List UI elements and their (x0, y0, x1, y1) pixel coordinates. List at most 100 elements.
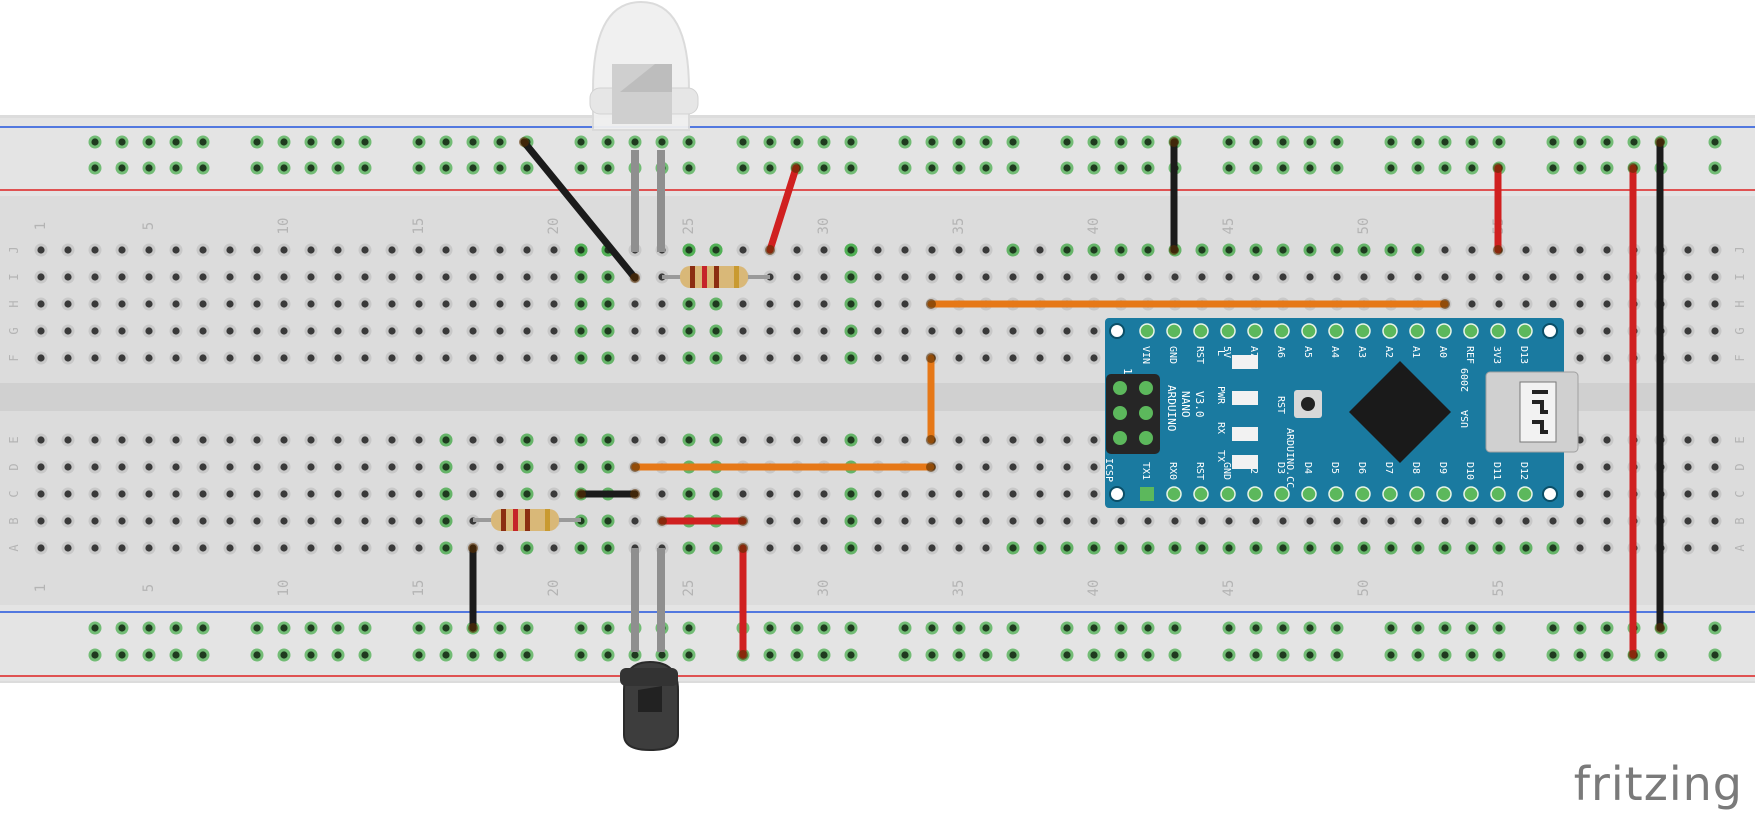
breadboard-hole (1303, 270, 1317, 284)
rail-hole (115, 621, 129, 635)
breadboard-hole (628, 324, 642, 338)
active-hole-center (604, 463, 612, 471)
breadboard-hole (1573, 541, 1587, 555)
row-label: B (7, 517, 21, 524)
breadboard-hole (1006, 433, 1020, 447)
breadboard-hole (412, 351, 426, 365)
active-hole-center (847, 436, 855, 444)
rail-hole (1222, 161, 1236, 175)
breadboard-hole (1681, 351, 1695, 365)
column-number: 5 (141, 584, 157, 592)
nano-pin (1193, 486, 1209, 502)
rail-hole (277, 648, 291, 662)
active-hole-center (847, 517, 855, 525)
active-hole-center (712, 246, 720, 254)
breadboard-hole (1492, 270, 1506, 284)
active-hole-center (1198, 246, 1206, 254)
breadboard-hole (169, 270, 183, 284)
rail-hole (898, 161, 912, 175)
breadboard-hole (250, 514, 264, 528)
breadboard-hole (871, 297, 885, 311)
nano-led (1232, 355, 1258, 369)
rail-hole (250, 621, 264, 635)
jumper-wires (468, 137, 1665, 660)
rail-hole (844, 621, 858, 635)
breadboard-hole (331, 541, 345, 555)
breadboard-hole (871, 541, 885, 555)
active-hole-center (847, 354, 855, 362)
rail-hole (1708, 621, 1722, 635)
rail-hole (574, 161, 588, 175)
breadboard-hole (898, 351, 912, 365)
rail-hole (1114, 161, 1128, 175)
rail-hole (601, 135, 615, 149)
column-number: 35 (951, 580, 967, 597)
row-label: E (7, 436, 21, 443)
breadboard-hole (277, 487, 291, 501)
breadboard-hole (979, 460, 993, 474)
rail-hole (1465, 161, 1479, 175)
active-hole-center (712, 354, 720, 362)
breadboard-hole (736, 433, 750, 447)
nano-pin (1220, 323, 1236, 339)
nano-pin (1355, 323, 1371, 339)
breadboard-hole (412, 243, 426, 257)
rail-hole (169, 135, 183, 149)
breadboard-hole (1087, 460, 1101, 474)
breadboard-hole (196, 351, 210, 365)
breadboard-hole (1573, 487, 1587, 501)
breadboard-hole (88, 460, 102, 474)
rail-hole (196, 161, 210, 175)
breadboard-hole (196, 460, 210, 474)
breadboard-hole (412, 270, 426, 284)
breadboard-hole (358, 460, 372, 474)
breadboard-hole (1546, 514, 1560, 528)
breadboard-hole (88, 297, 102, 311)
rail-hole (88, 621, 102, 635)
row-label: H (7, 300, 21, 307)
breadboard-hole (466, 243, 480, 257)
breadboard-hole (763, 297, 777, 311)
breadboard-hole (331, 433, 345, 447)
breadboard-hole (655, 297, 669, 311)
breadboard-hole (34, 324, 48, 338)
rail-hole (763, 135, 777, 149)
breadboard-hole (412, 514, 426, 528)
active-hole-center (847, 300, 855, 308)
breadboard-hole (655, 324, 669, 338)
breadboard-hole (898, 487, 912, 501)
breadboard-hole (1033, 270, 1047, 284)
website-label: ARDUINO.CC (1284, 428, 1295, 488)
nano-pin-label: D8 (1410, 462, 1421, 474)
rail-hole (979, 621, 993, 635)
nano-pin-label: D13 (1518, 346, 1529, 364)
breadboard-hole (358, 324, 372, 338)
breadboard-hole (277, 297, 291, 311)
breadboard-hole (790, 487, 804, 501)
column-number: 15 (411, 218, 427, 235)
rail-hole (466, 648, 480, 662)
rail-hole (898, 648, 912, 662)
resistor-bottom (473, 509, 581, 531)
breadboard-hole (142, 351, 156, 365)
nano-pin-label: D4 (1302, 462, 1313, 474)
row-label: J (7, 246, 21, 253)
breadboard-hole (898, 514, 912, 528)
breadboard-hole (1492, 297, 1506, 311)
breadboard-hole (61, 270, 75, 284)
active-hole-center (847, 246, 855, 254)
nano-pin (1274, 323, 1290, 339)
breadboard-hole (763, 541, 777, 555)
breadboard-hole (763, 433, 777, 447)
breadboard-hole (250, 270, 264, 284)
rail-hole (1249, 135, 1263, 149)
nano-pin (1382, 323, 1398, 339)
breadboard-hole (466, 351, 480, 365)
column-number: 45 (1221, 580, 1237, 597)
rail-hole (277, 135, 291, 149)
breadboard-hole (1573, 270, 1587, 284)
breadboard-hole (898, 324, 912, 338)
nano-pin (1247, 323, 1263, 339)
breadboard-hole (277, 460, 291, 474)
breadboard-hole (1033, 351, 1047, 365)
